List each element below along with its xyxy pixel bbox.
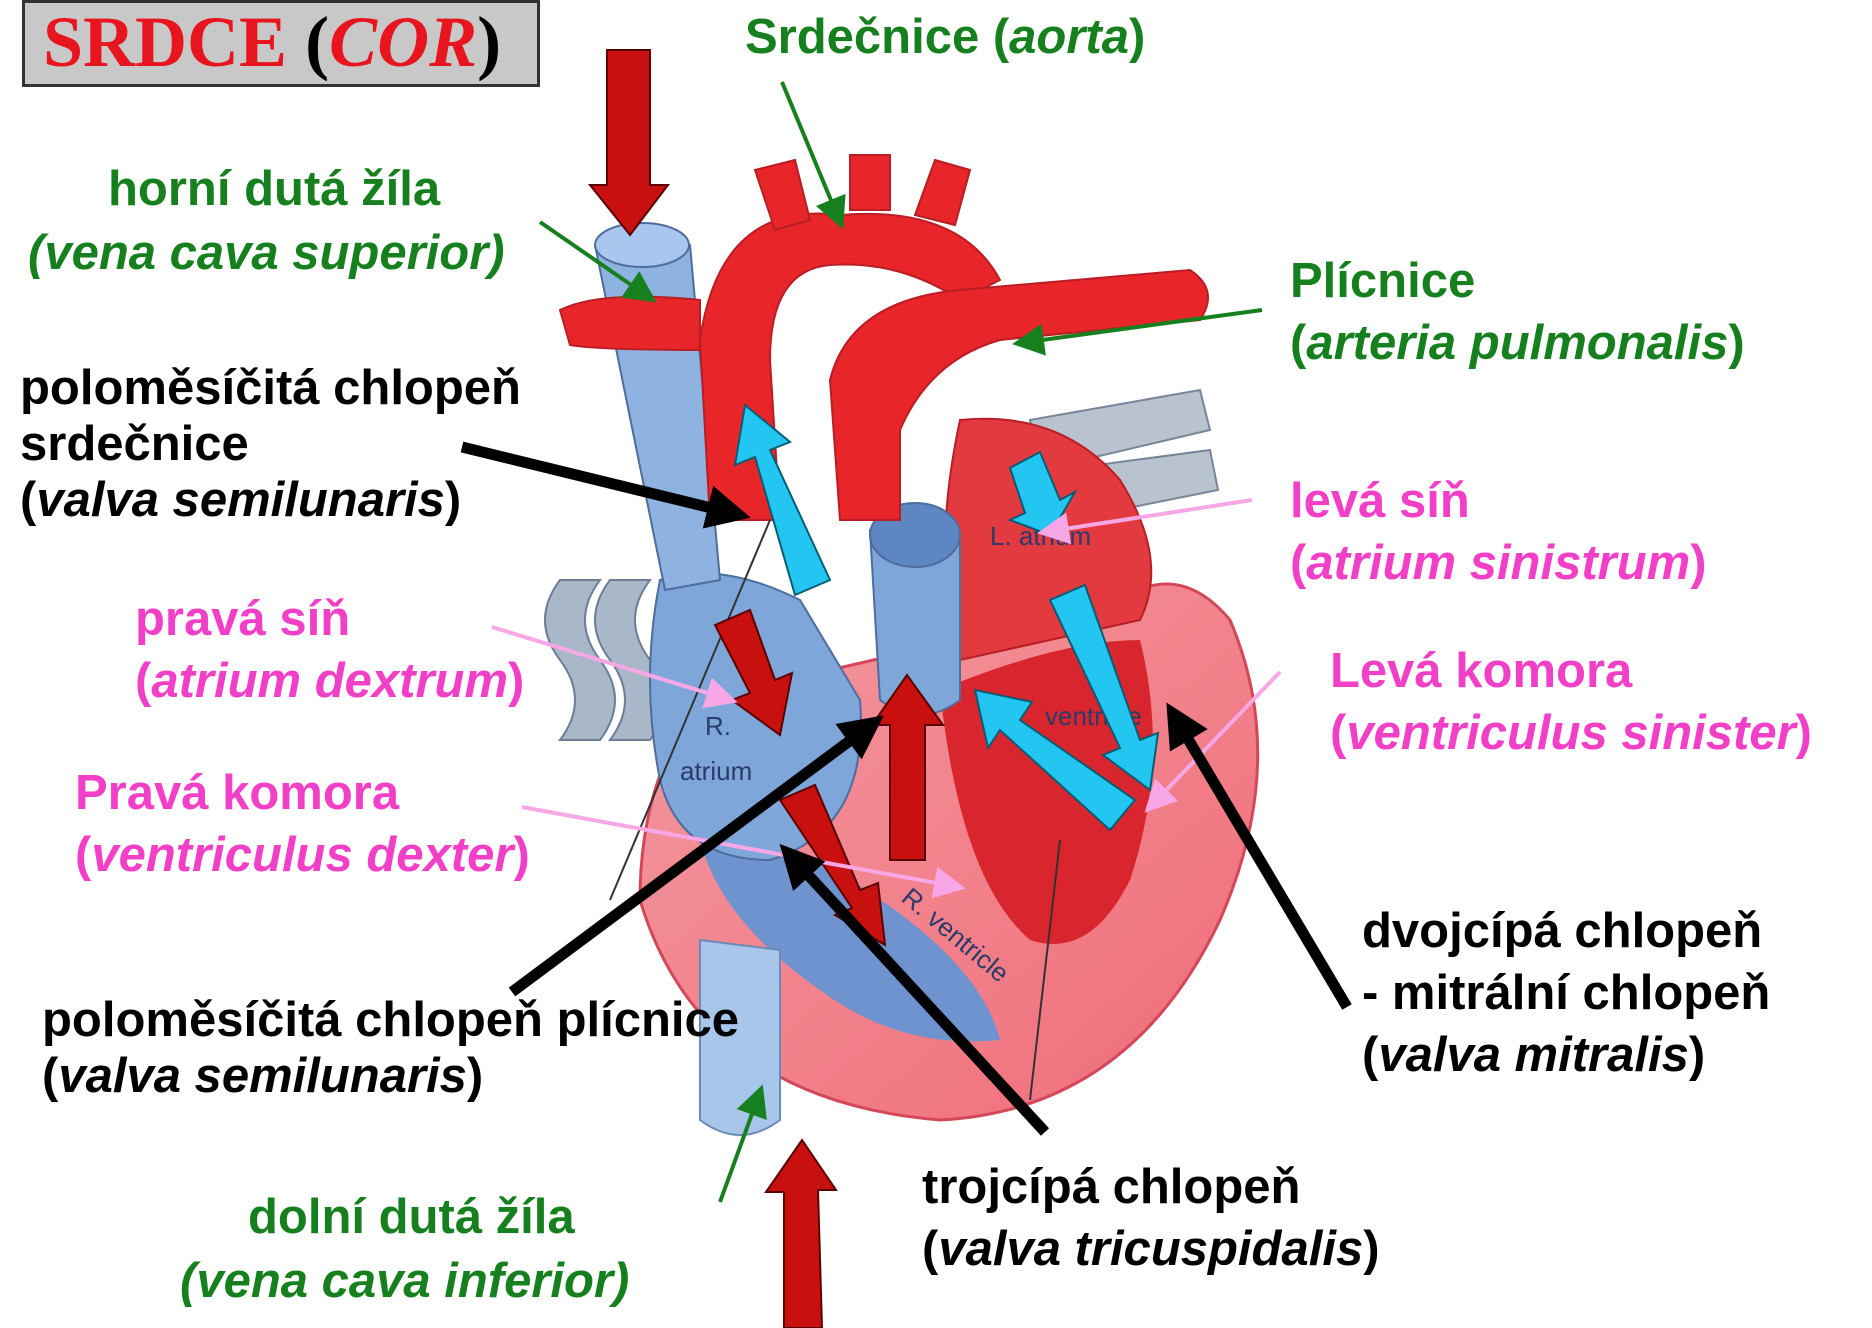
- title-box: SRDCE (COR): [22, 0, 540, 87]
- title-latin: COR: [329, 2, 477, 82]
- label-mitral-valve: dvojcípá chlopeň - mitrální chlopeň (val…: [1362, 900, 1770, 1086]
- label-right-atrium: pravá síň (atrium dextrum): [135, 588, 524, 712]
- label-vena-cava-superior-latin: (vena cava superior): [28, 222, 505, 284]
- diagram-label-r-atrium-1: R.: [705, 711, 731, 741]
- label-aortic-valve: poloměsíčitá chlopeň srdečnice (valva se…: [20, 360, 521, 528]
- label-arteria-pulmonalis: Plícnice (arteria pulmonalis): [1290, 250, 1745, 374]
- label-left-ventricle: Levá komora (ventriculus sinister): [1330, 640, 1812, 764]
- flow-arrow-red-bottom: [766, 1140, 836, 1328]
- label-vena-cava-superior: horní dutá žíla: [108, 158, 440, 220]
- label-vena-cava-inferior: dolní dutá žíla: [248, 1186, 575, 1248]
- label-left-atrium: levá síň (atrium sinistrum): [1290, 470, 1707, 594]
- flow-arrow-red-top: [590, 50, 668, 235]
- title-close: ): [477, 2, 501, 82]
- label-pulmonary-valve: poloměsíčitá chlopeň plícnice (valva sem…: [42, 992, 739, 1104]
- label-vena-cava-inferior-latin: (vena cava inferior): [180, 1250, 629, 1312]
- vena-cava-superior-vessel: [595, 235, 720, 590]
- title-main: SRDCE: [43, 2, 287, 82]
- label-tricuspid-valve: trojcípá chlopeň (valva tricuspidalis): [922, 1156, 1380, 1280]
- heart-illustration: [545, 155, 1258, 1135]
- label-right-ventricle: Pravá komora (ventriculus dexter): [75, 762, 530, 886]
- diagram-label-r-atrium-2: atrium: [680, 756, 752, 786]
- label-aorta: Srdečnice (aorta): [745, 6, 1145, 68]
- title-open: (: [287, 2, 329, 82]
